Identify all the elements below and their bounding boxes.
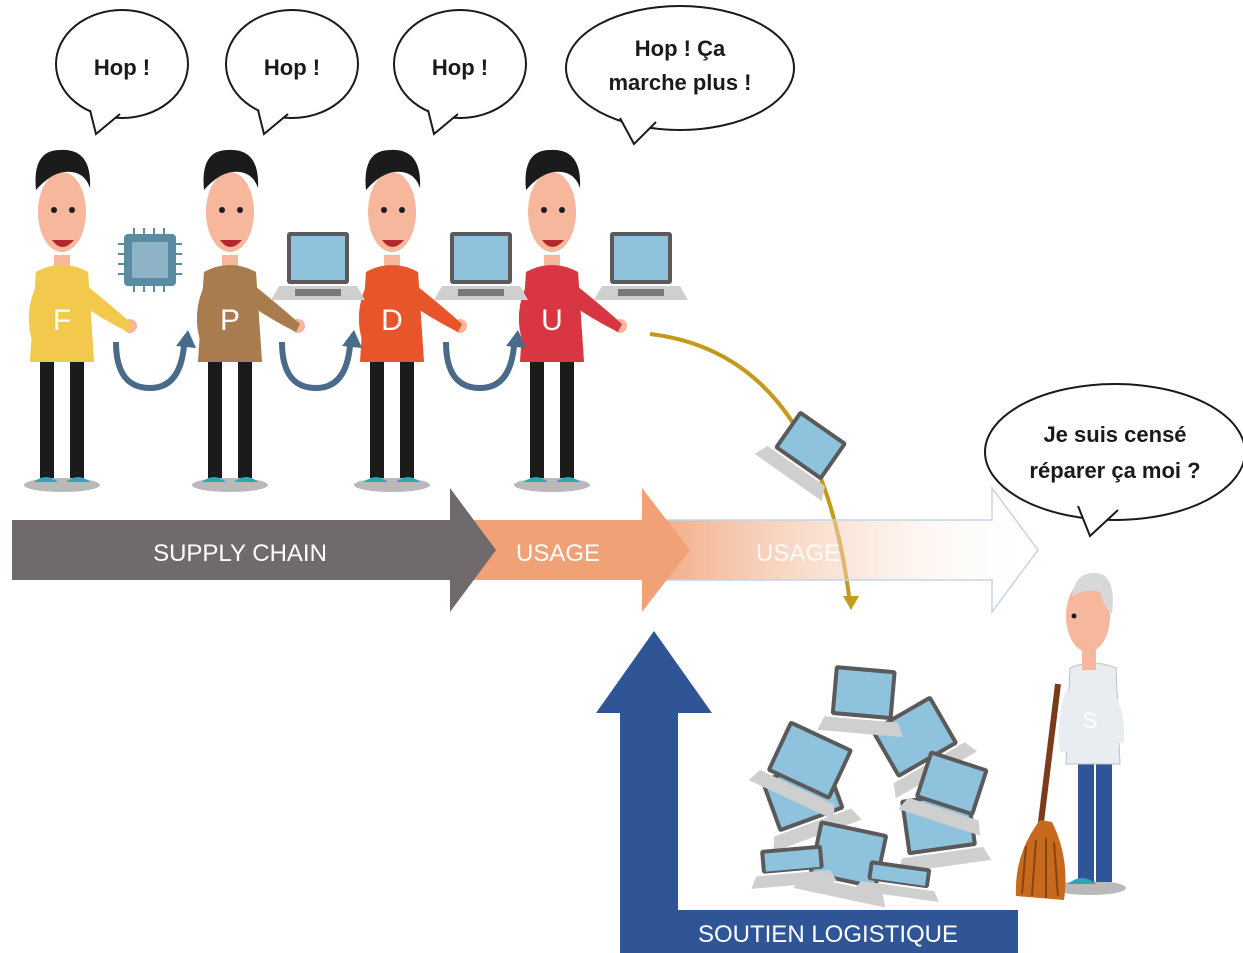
shirt-shape <box>196 282 216 346</box>
bubble-u-line1: Hop ! Ça <box>635 36 726 61</box>
laptop-icon <box>434 232 528 300</box>
shirt-shape <box>360 265 424 362</box>
person-d-letter: D <box>381 304 403 337</box>
bubble-f: Hop ! <box>55 9 189 136</box>
shirt-shape <box>28 282 48 346</box>
shirt-shape <box>198 265 262 362</box>
repairman: S <box>1054 572 1126 895</box>
shirt-shape <box>520 265 584 362</box>
laptop-icon <box>853 860 939 902</box>
laptop-icon <box>751 844 838 889</box>
soutien-logistique-arrow <box>596 631 1018 953</box>
bubble-p-text: Hop ! <box>264 55 320 80</box>
usage-arrow <box>470 488 690 612</box>
person-p-letter: P <box>220 304 240 337</box>
bubble-repair-line2: réparer ça moi ? <box>1029 458 1200 483</box>
usage-label: USAGE <box>516 540 600 567</box>
person-u: U <box>514 149 627 492</box>
supply-chain-label: SUPPLY CHAIN <box>153 540 327 567</box>
shirt-shape <box>78 282 132 332</box>
person-d: D <box>354 149 467 492</box>
bubble-f-text: Hop ! <box>94 55 150 80</box>
chip-icon <box>117 227 183 293</box>
handoff-arrow-icon <box>116 330 196 388</box>
fall-arrowhead-icon <box>843 596 859 610</box>
usage-faded-label: USAGE <box>756 540 840 567</box>
person-p: P <box>192 149 305 492</box>
laptop-pile <box>748 665 992 908</box>
laptop-icon <box>793 820 888 908</box>
bubble-p: Hop ! <box>225 9 359 136</box>
repairman-shirt-letter: S <box>1083 708 1098 733</box>
supply-chain-arrow <box>12 488 496 612</box>
laptop-icon <box>817 665 903 738</box>
bubble-u-line2: marche plus ! <box>608 70 751 95</box>
handoff-arrow-icon <box>282 330 362 388</box>
laptop-icon <box>271 232 365 300</box>
shirt-shape <box>408 282 462 332</box>
usage-faded-arrow <box>641 485 1039 615</box>
laptop-icon <box>748 720 853 820</box>
person-u-letter: U <box>541 304 563 337</box>
shirt-shape <box>30 265 94 362</box>
soutien-logistique-label: SOUTIEN LOGISTIQUE <box>698 921 958 948</box>
laptop-icon <box>594 232 688 300</box>
person-f-letter: F <box>53 304 71 337</box>
broom-icon <box>1015 683 1066 900</box>
handoff-arrow-icon <box>446 330 526 388</box>
shirt-shape <box>246 282 300 332</box>
shirt-shape <box>568 282 622 332</box>
bubble-repair: Je suis censé réparer ça moi ? <box>984 383 1243 538</box>
laptop-icon <box>898 750 989 836</box>
falling-laptop-icon <box>754 411 847 501</box>
bubble-d-text: Hop ! <box>432 55 488 80</box>
bubble-u: Hop ! Ça marche plus ! <box>565 5 795 146</box>
bubble-repair-line1: Je suis censé <box>1043 422 1186 447</box>
person-f: F <box>24 149 137 492</box>
bubble-d: Hop ! <box>393 9 527 136</box>
